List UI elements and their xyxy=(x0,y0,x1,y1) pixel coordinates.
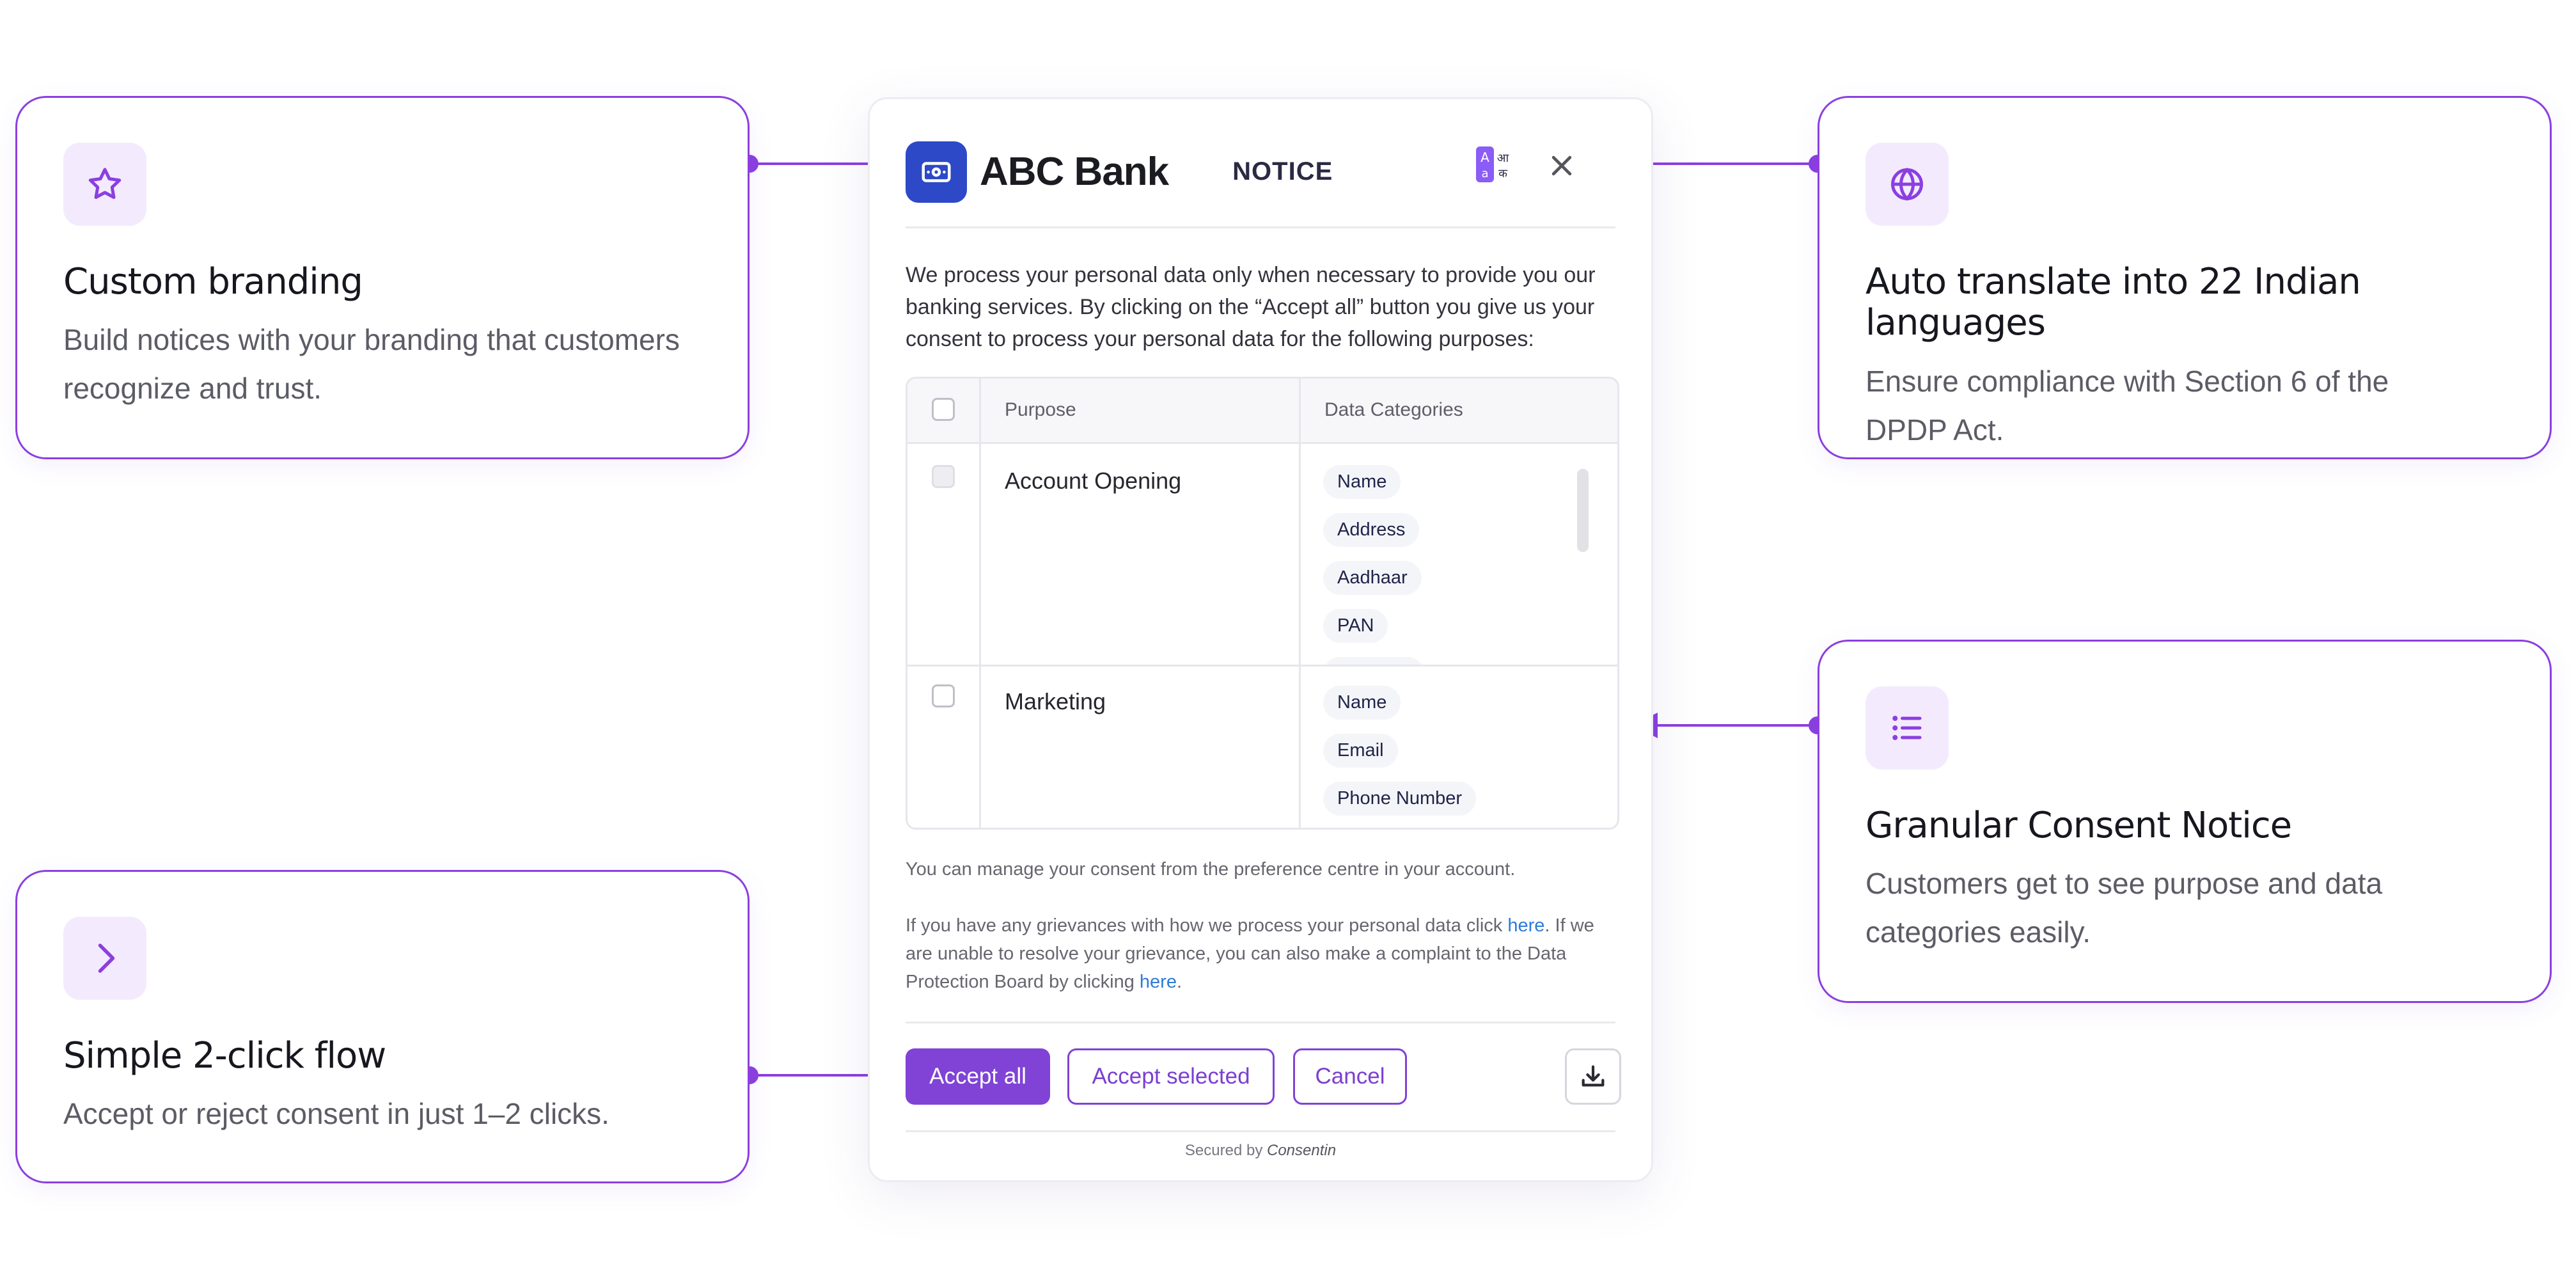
chevron-right-icon xyxy=(98,944,115,973)
category-chips: Name Email Phone Number xyxy=(1323,686,1560,828)
accept-selected-button[interactable]: Accept selected xyxy=(1067,1048,1275,1105)
category-chip: Name xyxy=(1323,465,1401,499)
list-badge xyxy=(1865,686,1949,770)
notice-label: NOTICE xyxy=(1232,157,1333,186)
card-title: Simple 2-click flow xyxy=(63,1035,386,1077)
banknote-icon xyxy=(922,161,951,182)
cancel-button[interactable]: Cancel xyxy=(1293,1048,1407,1105)
svg-text:a: a xyxy=(1481,167,1488,180)
dpb-complaint-link[interactable]: here xyxy=(1139,972,1177,992)
feature-card-flow: Simple 2-click flow Accept or reject con… xyxy=(15,870,750,1183)
consent-modal: ABC Bank NOTICE A a आ क We process your … xyxy=(868,97,1653,1182)
row-checkbox[interactable] xyxy=(932,684,955,707)
svg-text:क: क xyxy=(1498,167,1508,180)
globe-icon xyxy=(1891,167,1923,201)
download-button[interactable] xyxy=(1565,1048,1621,1105)
accept-all-button[interactable]: Accept all xyxy=(906,1048,1050,1105)
header-data-categories: Data Categories xyxy=(1324,399,1463,420)
divider xyxy=(906,1130,1615,1132)
bank-logo xyxy=(906,141,967,203)
category-chip: Passport xyxy=(1323,657,1425,665)
download-icon xyxy=(1582,1065,1605,1087)
category-chips: Name Address Aadhaar PAN Passport xyxy=(1323,465,1560,665)
feature-card-granular: Granular Consent Notice Customers get to… xyxy=(1818,640,2552,1003)
purpose-label: Marketing xyxy=(1005,688,1106,715)
purpose-label: Account Opening xyxy=(1005,468,1182,494)
category-chip: Address xyxy=(1323,513,1420,547)
card-title: Auto translate into 22 Indian languages xyxy=(1865,261,2361,344)
grievance-text-part: If you have any grievances with how we p… xyxy=(906,915,1508,936)
card-description: Ensure compliance with Section 6 of the … xyxy=(1865,364,2389,446)
category-chip: Name xyxy=(1323,686,1401,720)
grievance-text: If you have any grievances with how we p… xyxy=(906,912,1622,996)
table-row: Marketing Name Email Phone Number xyxy=(907,667,1617,828)
category-chip: Aadhaar xyxy=(1323,561,1422,595)
close-icon[interactable] xyxy=(1548,152,1576,180)
bank-name: ABC Bank xyxy=(980,150,1169,194)
globe-badge xyxy=(1865,143,1949,226)
translate-icon[interactable]: A a आ क xyxy=(1475,145,1513,184)
purpose-table: Purpose Data Categories Account Opening … xyxy=(906,377,1619,830)
column-divider xyxy=(979,379,981,828)
feature-card-branding: Custom branding Build notices with your … xyxy=(15,96,750,459)
card-title: Granular Consent Notice xyxy=(1865,805,2292,846)
consentin-brand: Consentin xyxy=(1267,1142,1337,1159)
grievance-text-part: . If we are unable to resolve your griev… xyxy=(906,915,1594,992)
star-icon xyxy=(88,168,122,199)
header-purpose: Purpose xyxy=(1005,399,1076,420)
column-divider xyxy=(1299,379,1301,828)
table-row: Account Opening Name Address Aadhaar PAN… xyxy=(907,446,1617,665)
divider xyxy=(906,1022,1615,1023)
card-title: Custom branding xyxy=(63,261,363,303)
list-icon xyxy=(1892,716,1922,740)
category-chip: Email xyxy=(1323,734,1398,768)
secured-by: Secured by Consentin xyxy=(870,1142,1651,1160)
card-description: Accept or reject consent in just 1–2 cli… xyxy=(63,1097,609,1131)
star-badge xyxy=(63,143,146,226)
category-chip: PAN xyxy=(1323,609,1388,643)
manage-consent-text: You can manage your consent from the pre… xyxy=(906,859,1516,880)
select-all-checkbox[interactable] xyxy=(932,398,955,421)
row-divider xyxy=(907,665,1617,667)
table-header: Purpose Data Categories xyxy=(907,379,1617,444)
category-chip: Phone Number xyxy=(1323,782,1477,816)
secured-by-label: Secured by xyxy=(1184,1142,1263,1159)
chips-scrollbar[interactable] xyxy=(1577,469,1589,552)
card-description: Customers get to see purpose and data ca… xyxy=(1865,867,2383,949)
grievance-text-part: . xyxy=(1176,972,1182,992)
svg-text:A: A xyxy=(1480,150,1489,165)
grievance-link[interactable]: here xyxy=(1507,915,1545,936)
chevron-badge xyxy=(63,917,146,1000)
feature-card-translate: Auto translate into 22 Indian languages … xyxy=(1818,96,2552,459)
modal-header: ABC Bank NOTICE A a आ क xyxy=(906,132,1615,228)
intro-text: We process your personal data only when … xyxy=(906,263,1596,351)
svg-text:आ: आ xyxy=(1497,152,1509,165)
card-description: Build notices with your branding that cu… xyxy=(63,323,680,406)
row-checkbox[interactable] xyxy=(932,465,955,488)
